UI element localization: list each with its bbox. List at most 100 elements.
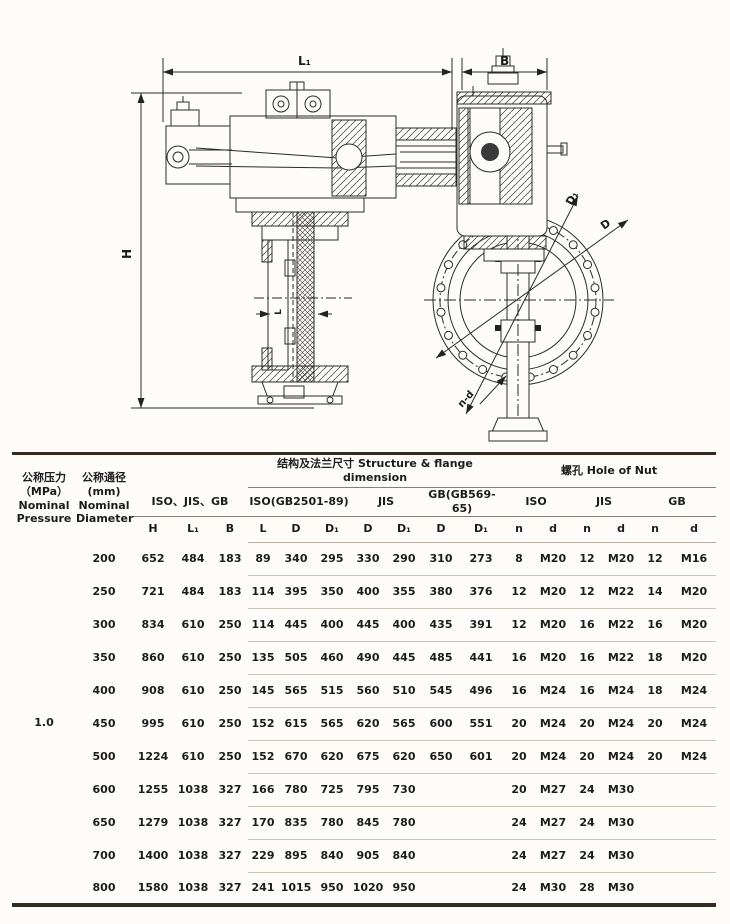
bolt-hole <box>548 226 558 235</box>
dimension-table: 公称压力 （MPa） Nominal Pressure 公称通径 (mm) No… <box>12 452 717 907</box>
nominal-diameter-cell: 800 <box>92 880 116 894</box>
table-cell: 565 <box>278 673 314 707</box>
pressure-header-zh: 公称压力 <box>22 471 66 484</box>
table-cell: 20 <box>638 706 672 740</box>
table-cell: 229 <box>248 838 278 872</box>
table-cell: 310 <box>429 551 453 565</box>
col-b: B <box>225 522 235 536</box>
table-cell: M20 <box>607 551 635 565</box>
table-cell: 28 <box>570 871 604 905</box>
table-cell: 135 <box>248 640 278 674</box>
table-cell: M27 <box>536 772 570 806</box>
group-iso-gb2501: ISO(GB2501-89) <box>248 487 350 517</box>
table-cell: 12 <box>502 607 536 641</box>
table-cell <box>422 772 460 806</box>
table-cell: 20 <box>570 706 604 740</box>
table-cell: 16 <box>502 640 536 674</box>
table-cell: M30 <box>604 871 638 905</box>
table-cell <box>422 871 460 905</box>
table-cell: 600 <box>422 706 460 740</box>
table-cell: 24 <box>570 838 604 872</box>
table-cell: 505 <box>278 640 314 674</box>
table-cell: 484 <box>181 551 205 565</box>
bolt-hole <box>548 365 558 374</box>
table-cell: 445 <box>278 607 314 641</box>
table-cell: 24 <box>570 805 604 839</box>
col-d1-gb: D₁ <box>460 516 502 543</box>
table-cell: 545 <box>422 673 460 707</box>
table-cell: 1279 <box>137 815 169 829</box>
table-cell: 183 <box>218 551 242 565</box>
table-cell <box>672 838 717 872</box>
table-cell: M24 <box>604 739 638 773</box>
table-cell: 620 <box>386 739 422 773</box>
table-cell: 780 <box>386 805 422 839</box>
structure-title: 结构及法兰尺寸 Structure & flange dimension <box>248 453 502 488</box>
table-cell: 670 <box>278 739 314 773</box>
valve-technical-drawing: L₁ H L <box>0 0 730 452</box>
table-cell: 16 <box>570 640 604 674</box>
pressure-header-en1: Nominal <box>18 498 70 512</box>
table-cell: 615 <box>278 706 314 740</box>
table-cell: 840 <box>314 838 350 872</box>
table-cell: 350 <box>314 574 350 608</box>
table-cell <box>460 805 502 839</box>
dim-label-b: B <box>500 54 509 68</box>
table-cell: M20 <box>539 551 567 565</box>
table-cell: 8 <box>515 551 523 565</box>
col-d-jis: D <box>350 516 386 543</box>
table-cell: 1020 <box>350 871 386 905</box>
table-cell: 12 <box>579 551 595 565</box>
table-cell: 16 <box>638 607 672 641</box>
bolt-hole <box>444 330 453 340</box>
col-d1-iso: D₁ <box>314 516 350 543</box>
table-cell: 14 <box>638 574 672 608</box>
table-cell: 24 <box>502 838 536 872</box>
col-d1-jis: D₁ <box>386 516 422 543</box>
table-cell: 652 <box>141 551 165 565</box>
dim-label-l1: L₁ <box>298 54 311 68</box>
table-cell: 152 <box>248 706 278 740</box>
table-cell: 905 <box>350 838 386 872</box>
table-cell: M24 <box>672 706 717 740</box>
table-cell <box>460 871 502 905</box>
table-cell: 1038 <box>177 848 209 862</box>
table-cell: 441 <box>460 640 502 674</box>
table-cell: 183 <box>218 584 242 598</box>
table-cell: 250 <box>218 683 242 697</box>
spec-table-section: 公称压力 （MPa） Nominal Pressure 公称通径 (mm) No… <box>0 452 730 907</box>
table-cell: 241 <box>248 871 278 905</box>
table-cell: 610 <box>181 749 205 763</box>
table-cell: 24 <box>502 805 536 839</box>
diameter-header: 公称通径 (mm) Nominal Diameter <box>76 454 133 543</box>
table-cell: M16 <box>680 551 708 565</box>
hole-title: 螺孔 Hole of Nut <box>502 453 717 488</box>
table-cell: 795 <box>350 772 386 806</box>
col-l: L <box>248 516 278 543</box>
table-cell: M24 <box>536 706 570 740</box>
nominal-diameter-cell: 300 <box>92 617 116 631</box>
table-cell: M24 <box>672 739 717 773</box>
table-cell: 834 <box>141 617 165 631</box>
table-cell: 376 <box>460 574 502 608</box>
table-cell: 250 <box>218 749 242 763</box>
group-iso-jis-gb: ISO、JIS、GB <box>132 487 248 517</box>
table-cell: 610 <box>181 650 205 664</box>
diameter-header-en1: Nominal <box>78 498 130 512</box>
table-cell: 395 <box>278 574 314 608</box>
table-cell: 620 <box>314 739 350 773</box>
dim-label-nd: n-d <box>456 389 477 410</box>
table-cell: 24 <box>502 871 536 905</box>
col-d-gb: D <box>422 516 460 543</box>
col-dd-jis: d <box>604 516 638 543</box>
table-cell <box>672 805 717 839</box>
table-cell: 1038 <box>177 782 209 796</box>
table-cell: 1015 <box>278 871 314 905</box>
table-cell: 327 <box>218 848 242 862</box>
